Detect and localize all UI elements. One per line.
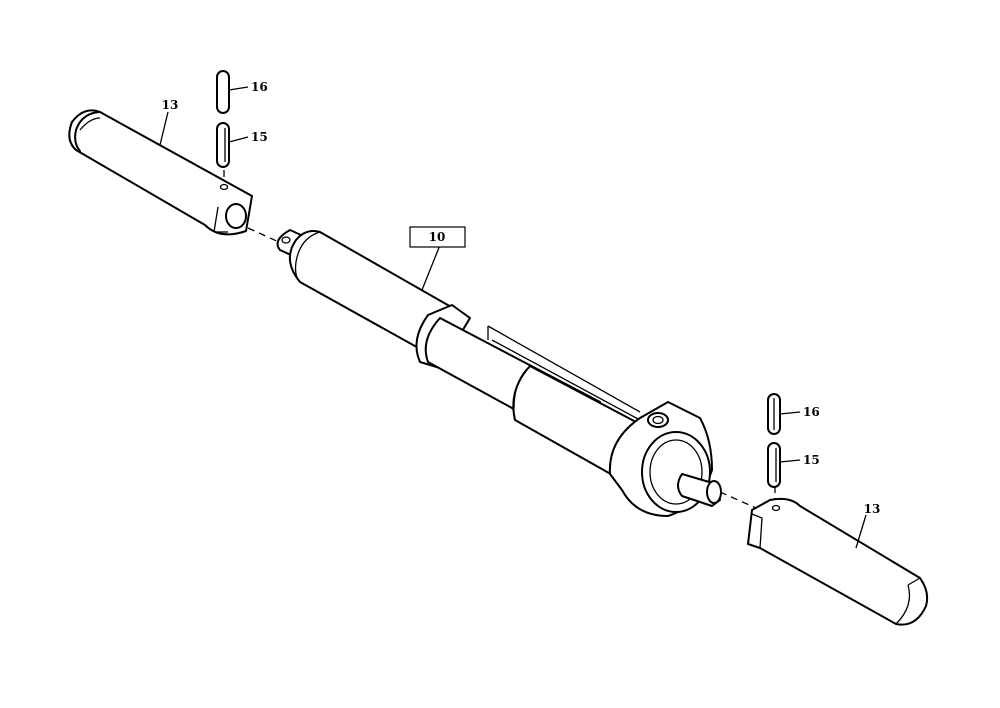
callout-16-right[interactable]: 16	[803, 405, 820, 419]
callout-13-right[interactable]: 13	[864, 502, 881, 516]
right-roll-pin-16[interactable]	[767, 393, 781, 435]
right-roll-pin-15[interactable]	[767, 442, 781, 488]
right-pin-13[interactable]	[747, 497, 929, 626]
callout-leaders	[159, 86, 867, 549]
callout-15-left[interactable]: 15	[251, 130, 268, 144]
callout-10[interactable]: 10	[429, 230, 446, 244]
callout-16-left[interactable]: 16	[251, 80, 268, 94]
callout-13-left[interactable]: 13	[162, 98, 179, 112]
left-roll-pin-15[interactable]	[216, 122, 230, 168]
callout-15-right[interactable]: 15	[803, 453, 820, 467]
hydraulic-cylinder-10[interactable]	[276, 229, 722, 517]
left-pin-13[interactable]	[68, 109, 253, 236]
callout-box-10	[409, 226, 466, 248]
left-roll-pin-16[interactable]	[216, 70, 230, 114]
